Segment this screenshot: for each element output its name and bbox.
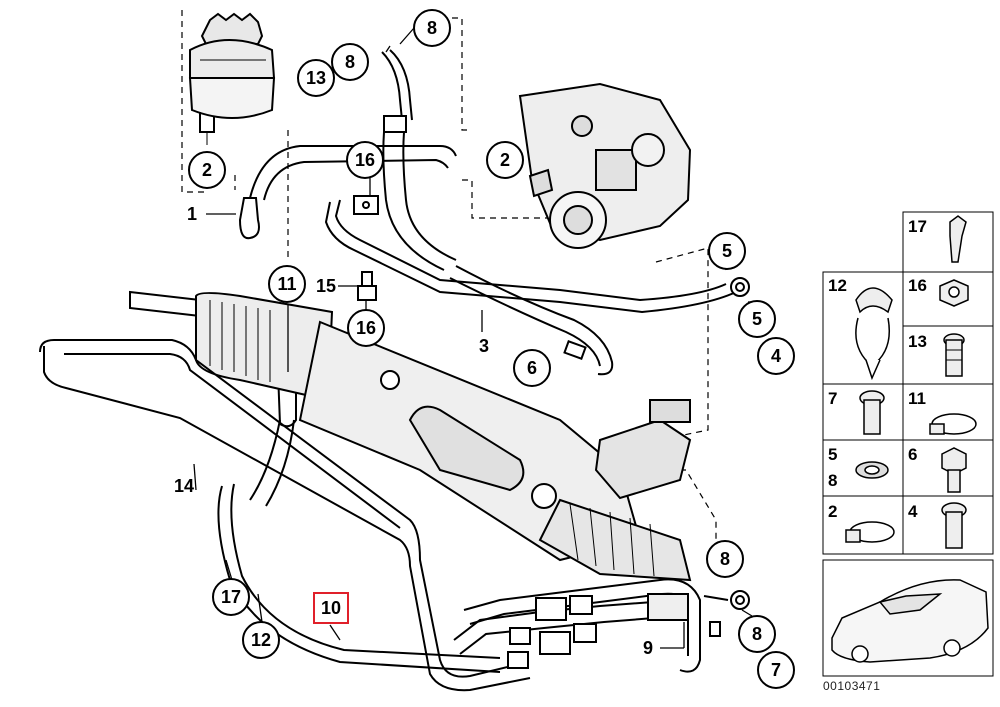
callout-16-lower[interactable]: 16 <box>347 309 385 347</box>
callout-7[interactable]: 7 <box>757 651 795 689</box>
legend-label-12: 12 <box>828 276 847 295</box>
reference-number: 00103471 <box>823 679 881 693</box>
legend-grid <box>822 211 994 677</box>
callout-8-mid[interactable]: 8 <box>706 540 744 578</box>
callout-8-top[interactable]: 8 <box>413 9 451 47</box>
reservoir-drawing <box>188 12 276 145</box>
legend-label-4: 4 <box>908 502 918 521</box>
callout-2-pump[interactable]: 2 <box>486 141 524 179</box>
label-9[interactable]: 9 <box>642 638 654 658</box>
callout-17[interactable]: 17 <box>212 578 250 616</box>
fitting-15 <box>357 271 377 301</box>
pump-drawing <box>518 82 692 249</box>
legend-label-17: 17 <box>908 217 927 236</box>
legend-label-7: 7 <box>828 389 838 408</box>
legend-label-16: 16 <box>908 276 927 295</box>
label-3[interactable]: 3 <box>478 336 490 356</box>
callout-8-upper[interactable]: 8 <box>331 43 369 81</box>
label-1[interactable]: 1 <box>186 204 198 224</box>
callout-6[interactable]: 6 <box>513 349 551 387</box>
highlighted-part-10[interactable]: 10 <box>313 592 349 624</box>
callout-5-b[interactable]: 5 <box>738 300 776 338</box>
callout-4[interactable]: 4 <box>757 337 795 375</box>
callout-13[interactable]: 13 <box>297 59 335 97</box>
label-14[interactable]: 14 <box>173 476 195 496</box>
legend-icons <box>831 215 989 663</box>
legend-label-2: 2 <box>828 502 838 521</box>
callout-11[interactable]: 11 <box>268 265 306 303</box>
cooler-loop <box>39 339 531 692</box>
legend-label-13: 13 <box>908 332 927 351</box>
callout-16-upper[interactable]: 16 <box>346 141 384 179</box>
steering-rack-drawing <box>129 290 692 582</box>
legend-label-8: 8 <box>828 471 838 490</box>
callout-2-left[interactable]: 2 <box>188 151 226 189</box>
legend-label-6: 6 <box>908 445 918 464</box>
legend-label-11: 11 <box>908 389 926 408</box>
label-15[interactable]: 15 <box>315 276 337 296</box>
legend-label-5: 5 <box>828 445 838 464</box>
callout-12[interactable]: 12 <box>242 621 280 659</box>
callout-8-low[interactable]: 8 <box>738 615 776 653</box>
callout-5-a[interactable]: 5 <box>708 232 746 270</box>
